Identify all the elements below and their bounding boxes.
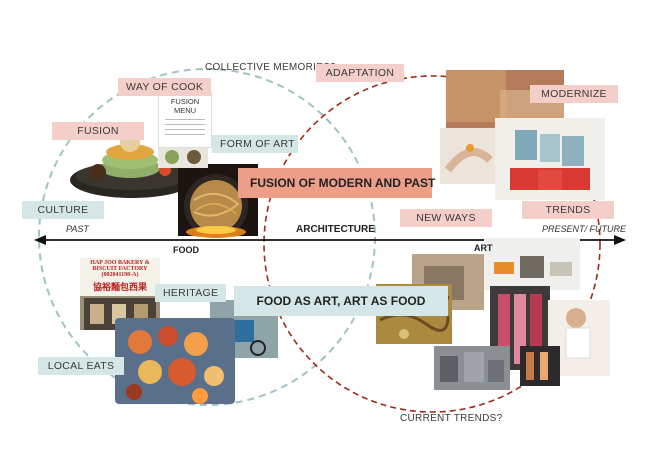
shop-sign-name: HAP JOO BAKERY & BISCUIT FACTORY	[90, 260, 150, 272]
way-of-cook-tag: WAY OF COOK	[118, 78, 212, 96]
dancers-photo	[495, 118, 605, 200]
axis-present-future-label: PRESENT/ FUTURE	[542, 224, 627, 234]
local-eats-tag: LOCAL EATS	[38, 357, 124, 375]
fusion-tag: FUSION	[52, 122, 144, 140]
hands-photo	[440, 128, 496, 184]
axis-arrow-left	[34, 235, 46, 245]
current-trends-question: CURRENT TRENDS?	[400, 413, 503, 424]
architecture-label: ARCHITECTURE	[296, 224, 375, 235]
adaptation-tag: ADAPTATION	[316, 64, 404, 82]
axis-past-label: PAST	[66, 224, 89, 234]
gallery-photo	[484, 238, 580, 290]
shop-sign: HAP JOO BAKERY & BISCUIT FACTORY (002041…	[80, 258, 160, 296]
side-bowls-photo	[158, 146, 208, 168]
fusion-menu-card: FUSION MENU	[158, 92, 212, 148]
shop-sign-registration: (002041198-A)	[101, 272, 139, 278]
form-of-art-tag: FORM OF ART	[212, 135, 298, 153]
new-ways-tag: NEW WAYS	[400, 209, 492, 227]
axis-food-label: FOOD	[173, 245, 199, 255]
street-market-photo	[434, 346, 510, 390]
noodle-wok-photo	[178, 164, 258, 238]
fusion-modern-past-banner: FUSION OF MODERN AND PAST	[238, 168, 435, 198]
collective-memories-question: COLLECTIVE MEMORIES?	[205, 62, 337, 73]
right-circle	[263, 75, 601, 413]
heritage-tag: HERITAGE	[155, 284, 227, 302]
left-circle	[38, 68, 376, 406]
axis-arrow-right	[614, 235, 626, 245]
fusion-menu-title: FUSION MENU	[170, 97, 200, 115]
shop-sign-chinese: 協裕麵包西果	[92, 282, 147, 292]
dark-textile-photo	[520, 346, 560, 386]
food-spread-photo	[115, 318, 235, 404]
axis-art-label: ART	[474, 243, 493, 253]
food-as-art-banner: FOOD AS ART, ART AS FOOD	[234, 286, 448, 316]
culture-tag: CULTURE	[22, 201, 104, 219]
trends-tag: TRENDS	[522, 201, 614, 219]
modernize-tag: MODERNIZE	[530, 85, 618, 103]
